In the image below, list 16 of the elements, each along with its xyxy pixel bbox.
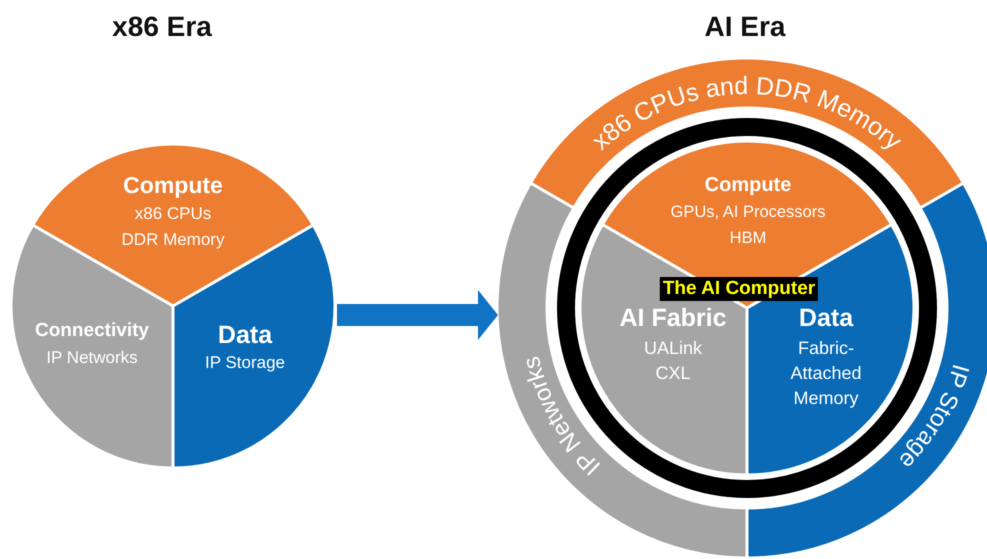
segment-heading: Data <box>216 320 274 350</box>
segment-detail: x86 CPUs DDR Memory <box>120 203 226 251</box>
segment-detail: Fabric- Attached Memory <box>789 337 863 410</box>
era-heading: x86 Era <box>111 11 213 44</box>
segment-detail: IP Networks <box>45 347 139 369</box>
segment-detail: UALink CXL <box>642 337 704 385</box>
segment-heading: Compute <box>122 171 224 199</box>
segment-heading: Compute <box>704 173 792 197</box>
segment-heading: AI Fabric <box>618 303 728 333</box>
block-arrow <box>337 290 498 340</box>
segment-heading: Data <box>798 303 854 333</box>
era-heading: AI Era <box>704 11 787 44</box>
segment-heading: Connectivity <box>34 319 150 342</box>
segment-detail: GPUs, AI Processors HBM <box>670 202 826 249</box>
segment-detail: IP Storage <box>204 352 286 374</box>
highlighted-title: The AI Computer <box>660 277 818 301</box>
